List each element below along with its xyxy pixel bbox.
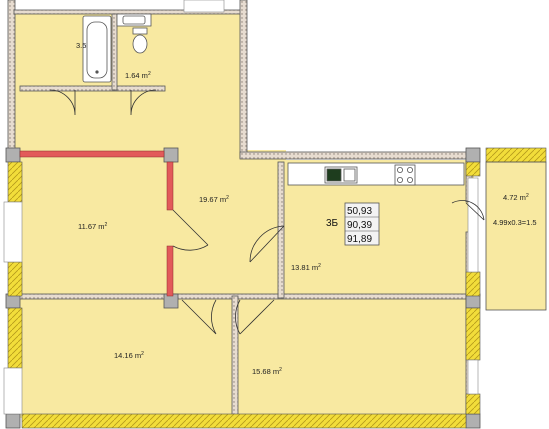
bathtub-icon <box>82 15 112 83</box>
door-wc <box>130 89 157 116</box>
area-wc: 1.64 m2 <box>125 71 151 80</box>
door-bath <box>49 89 76 116</box>
door-bedroom-bottom-right <box>235 299 275 335</box>
windows <box>3 0 479 415</box>
door-bedroom-bottom-left <box>181 299 217 335</box>
doors <box>49 89 485 335</box>
wc-fixtures <box>116 13 152 54</box>
apartment-area-3: 91,89 <box>347 234 372 245</box>
area-bathroom: 3.5 <box>76 41 86 50</box>
door-kitchen <box>249 225 285 263</box>
door-balcony <box>451 200 485 221</box>
toilet-icon <box>132 27 148 35</box>
apartment-area-1: 50,93 <box>347 206 372 217</box>
apartment-code: 3Б <box>326 218 339 229</box>
stove-icon <box>394 164 416 186</box>
kitchen-counter <box>287 162 465 186</box>
door-bedroom-left <box>172 209 209 251</box>
area-hall: 19.67 m2 <box>199 195 229 204</box>
floor-area <box>14 12 546 418</box>
exterior-insulation <box>7 147 547 429</box>
balcony-outline <box>485 161 547 311</box>
area-bedroom-left: 11.67 m2 <box>78 222 108 231</box>
balcony-calc: 4.99x0.3=1.5 <box>493 218 537 227</box>
area-bedroom-bottom-left: 14.16 m2 <box>114 351 144 360</box>
partition-walls <box>19 150 174 297</box>
area-kitchen: 13.81 m2 <box>291 263 321 272</box>
area-balcony: 4.72 m2 <box>503 193 529 202</box>
apartment-info: 3Б 50,93 90,39 91,89 <box>326 202 380 246</box>
area-bedroom-bottom-right: 15.68 m2 <box>252 367 282 376</box>
apartment-area-2: 90,39 <box>347 220 372 231</box>
